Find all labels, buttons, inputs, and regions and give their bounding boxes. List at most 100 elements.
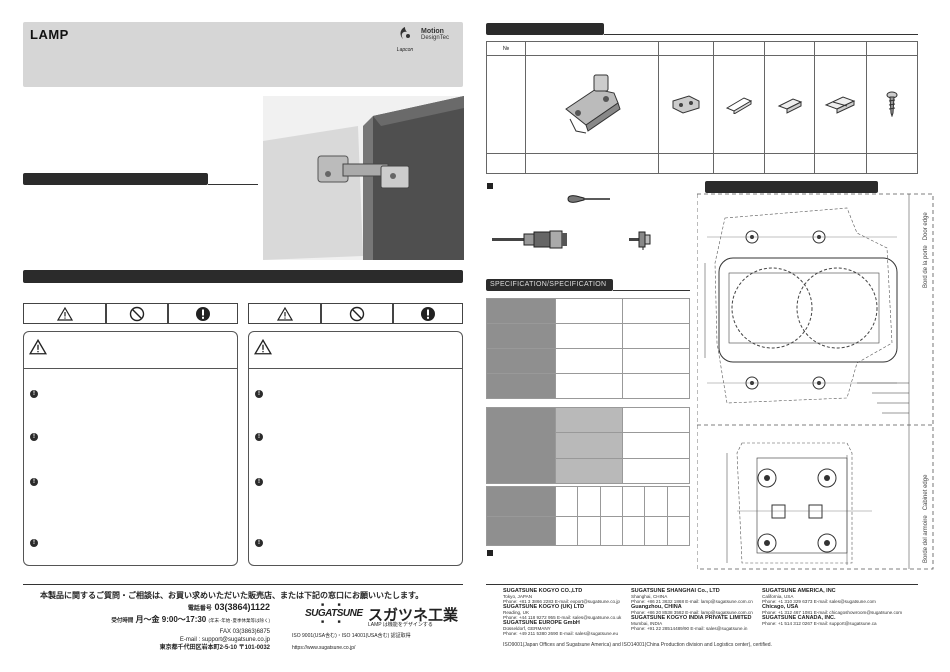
spec-sub-label <box>555 457 623 485</box>
prohibition-icon <box>129 306 145 321</box>
spec-table-3 <box>486 486 691 546</box>
legend-mandatory <box>393 303 463 324</box>
spec-heading-text: SPECIFICATION/SPECIFICATION <box>490 281 607 288</box>
screwdriver-icon <box>567 195 610 203</box>
spec-value <box>554 486 579 517</box>
motion-designtec-logo: Motion DesignTec <box>421 28 449 41</box>
spec-sub-label <box>555 406 623 434</box>
legend-warning <box>23 303 106 324</box>
col-header <box>865 41 919 56</box>
hinge-icon <box>565 74 621 133</box>
spec-value <box>622 457 690 485</box>
warning-header-icon <box>28 338 48 360</box>
diagram-area: Bord de la porte Door edge Borde del arm… <box>696 193 937 573</box>
prohibition-icon <box>349 306 365 321</box>
legend-prohibited <box>106 303 168 324</box>
intro-divider <box>208 184 258 185</box>
mandatory-icon <box>196 306 210 321</box>
company-url[interactable]: https://www.sugatsune.co.jp/ <box>292 645 356 651</box>
qty-cell <box>865 153 919 174</box>
col-header <box>764 41 816 56</box>
warning-header-icon <box>253 338 273 360</box>
symbol-legend-left <box>23 303 238 324</box>
qty-label <box>486 153 526 174</box>
office-canada: SUGATSUNE CANADA, INC.Phone: +1 514 312 … <box>762 615 877 626</box>
spec-heading-bar <box>486 279 613 291</box>
symbol-legend-right <box>248 303 463 324</box>
warning-panel-right: ! ! ! ! <box>248 303 463 566</box>
qty-cell <box>764 153 816 174</box>
bord-armoire-text: Borde del armoire <box>923 515 929 563</box>
spec-value <box>621 515 646 546</box>
phone-label: 電話番号 <box>187 606 212 612</box>
spec-label <box>486 515 556 546</box>
mandatory-icon: ! <box>30 390 38 398</box>
col-header <box>712 41 766 56</box>
spec-value <box>622 323 690 349</box>
col-header <box>658 41 714 56</box>
bord-porte-text: Bord de la porte <box>923 245 929 288</box>
inquiry-text: 本製品に関するご質問・ご相談は、お買い求めいただいた販売店、または下記の窓口にお… <box>40 591 424 600</box>
spec-value <box>621 486 646 517</box>
spec-value <box>622 373 690 399</box>
part-screw <box>865 55 919 154</box>
qty-cell <box>658 153 714 174</box>
mandatory-icon: ! <box>255 433 263 441</box>
warning-divider <box>249 368 462 369</box>
contact-block: 電話番号 03(3864)1122 受付時間 月〜金 9:00〜17:30 (年… <box>100 602 270 652</box>
logo-dots-bottom: ■ ■ <box>321 619 347 625</box>
logo-dots: ■ ■ <box>321 602 347 608</box>
parts-heading-line <box>604 34 918 35</box>
qty-cell <box>814 153 867 174</box>
col-header <box>814 41 867 56</box>
product-photo <box>263 96 464 260</box>
spec-value <box>555 348 623 374</box>
cabinet-edge-label: Borde del armoire Cabinet edge <box>923 475 929 563</box>
intro-heading-bar <box>23 173 208 185</box>
safety-heading-bar <box>23 270 463 283</box>
part-cover <box>712 55 766 154</box>
spec-table-1 <box>486 298 690 399</box>
parts-heading-bar <box>486 23 604 35</box>
warning-panel-left: ! ! ! ! <box>23 303 238 566</box>
phone-number: 03(3864)1122 <box>214 602 270 612</box>
designtec-label: DesignTec <box>421 35 450 41</box>
lamp-logo: LAMP <box>30 27 69 42</box>
spec-label <box>486 298 556 324</box>
hours-row: 受付時間 月〜金 9:00〜17:30 (年末･年始･夏季休業等は除く) <box>100 614 270 625</box>
part-plate <box>658 55 714 154</box>
mandatory-icon <box>421 306 435 321</box>
lapcon-logo: Lapcon <box>390 26 420 53</box>
part-hinge <box>524 55 660 154</box>
part-spacer <box>764 55 816 154</box>
spec-note-bullet <box>487 550 493 556</box>
mounting-plate-icon <box>672 94 700 114</box>
spec-label <box>486 486 556 517</box>
lapcon-icon <box>400 27 410 39</box>
mandatory-icon: ! <box>255 539 263 547</box>
sugatsune-logo: ■ ■ SUGATSUNE ■ ■ <box>305 602 363 625</box>
spec-heading-line <box>613 290 690 291</box>
spec-value <box>577 486 601 517</box>
footer-divider-right <box>486 584 918 585</box>
parts-table: № <box>486 41 919 174</box>
spec-value <box>666 515 691 546</box>
warning-triangle-icon <box>276 306 293 321</box>
qty-cell <box>524 153 660 174</box>
warning-box-left: ! ! ! ! <box>23 331 238 566</box>
warning-triangle-icon <box>28 338 48 355</box>
spec-value <box>666 486 691 517</box>
cup-drill-tool <box>627 230 653 255</box>
legend-mandatory <box>168 303 238 324</box>
qty-cell <box>712 153 766 174</box>
